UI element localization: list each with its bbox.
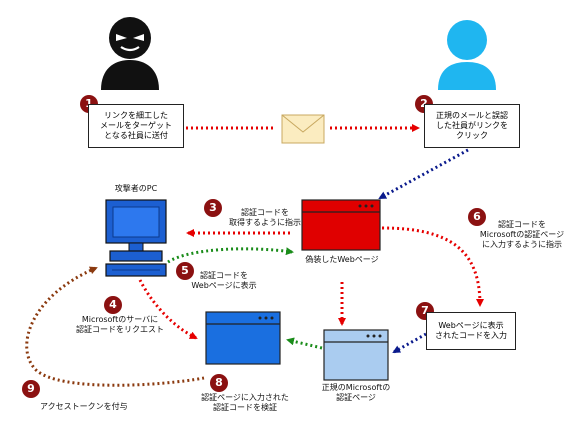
attacker-pc-label: 攻撃者のPC <box>114 184 158 193</box>
microsoft-auth-page-icon <box>323 329 389 381</box>
hooded-attacker-icon <box>101 17 159 90</box>
arrow-pc-to-fake-page <box>167 247 294 264</box>
arrow-click-to-fake-page <box>378 148 469 200</box>
step-7-box: Webページに表示 されたコードを入力 <box>426 312 516 350</box>
step-3-label: 認証コードを 取得するように指示 <box>229 208 301 227</box>
step-6-label: 認証コードを Microsoftの認証ページ に入力するように指示 <box>479 220 565 249</box>
desktop-pc-icon <box>105 199 167 277</box>
employee-icon <box>438 20 496 90</box>
step-4-badge: 4 <box>104 296 122 314</box>
arrow-input-to-real-page <box>392 332 427 354</box>
step-9-label: アクセストークンを付与 <box>40 402 128 411</box>
step-1-box: リンクを細工した メールをターゲット となる社員に送付 <box>88 104 184 148</box>
step-5-label: 認証コードを Webページに表示 <box>191 271 257 290</box>
auth-server-page-icon <box>205 311 281 365</box>
step-4-label: Microsoftのサーバに 認証コードをリクエスト <box>76 315 164 334</box>
fake-web-page-icon <box>301 199 381 251</box>
step-5-badge: 5 <box>176 262 194 280</box>
arrow-fake-page-to-employee-input <box>381 226 484 307</box>
step-9-badge: 9 <box>22 380 40 398</box>
step-3-badge: 3 <box>204 199 222 217</box>
real-page-label: 正規のMicrosoftの 認証ページ <box>321 383 391 402</box>
step-2-box: 正規のメールと誤認 した社員がリンクを クリック <box>424 104 520 148</box>
arrow-token-to-pc <box>25 266 205 387</box>
step-6-badge: 6 <box>468 208 486 226</box>
step-8-label: 認証ページに入力された 認証コードを検証 <box>201 393 289 412</box>
envelope-icon <box>281 114 325 144</box>
step-8-badge: 8 <box>210 374 228 392</box>
fake-page-label: 偽装したWebページ <box>305 255 379 264</box>
arrow-real-page-to-auth-server <box>286 337 323 350</box>
